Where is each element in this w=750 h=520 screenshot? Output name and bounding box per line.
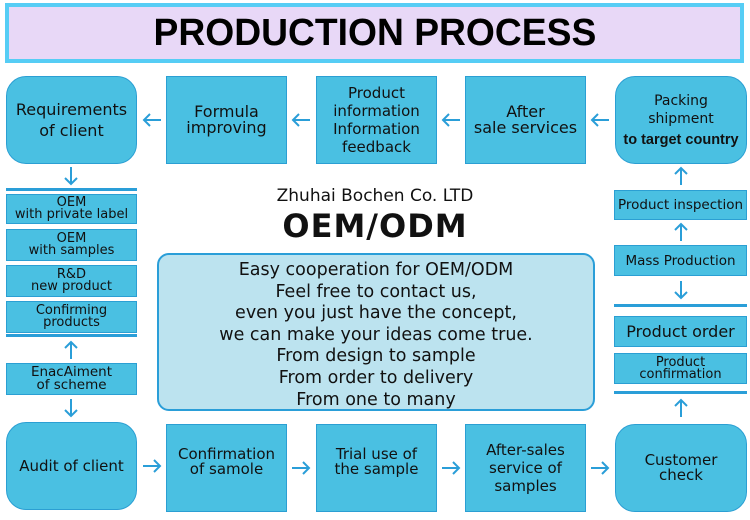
step-label: Customer check	[644, 451, 718, 484]
divider-line	[6, 188, 137, 191]
info-line: Easy cooperation for OEM/ODM	[238, 260, 514, 280]
info-line: From one to many	[296, 389, 456, 410]
step-trial-use-of-sample: Trial use of the sample	[316, 424, 437, 512]
step-formula-improving: Formula improving	[166, 76, 287, 164]
option-label: R&D new product	[30, 267, 112, 294]
info-line: From order to delivery	[278, 367, 474, 388]
step-label: Requirements of client	[15, 100, 128, 140]
step-label: Product confirmation	[639, 354, 722, 382]
step-product-confirmation: Product confirmation	[614, 353, 747, 384]
arrow-up-icon	[674, 222, 688, 242]
info-line: From design to sample	[276, 346, 476, 367]
divider-line	[614, 304, 747, 307]
arrow-up-icon	[674, 166, 688, 186]
info-line: even you just have the concept,	[235, 303, 517, 324]
arrow-left-icon	[590, 113, 610, 127]
step-after-sales-service-of-samples: After-sales service of samples	[465, 424, 586, 512]
step-enactment-of-scheme: EnacAiment of scheme	[6, 363, 137, 395]
option-confirming-products: Confirming products	[6, 301, 137, 333]
step-customer-check: Customer check	[615, 424, 747, 512]
step-label: Formula improving	[186, 102, 267, 137]
info-panel: Easy cooperation for OEM/ODM Feel free t…	[157, 253, 595, 411]
step-label: Mass Production	[625, 252, 736, 269]
arrow-left-icon	[441, 113, 461, 127]
arrow-down-icon	[674, 280, 688, 300]
step-label: Confirmation of samole	[177, 445, 276, 478]
option-label: OEM with private label	[14, 195, 129, 222]
step-label: Trial use of the sample	[334, 445, 419, 478]
title-banner: PRODUCTION PROCESS	[5, 3, 744, 63]
page-title: PRODUCTION PROCESS	[153, 11, 596, 54]
step-requirements-of-client: Requirements of client	[6, 76, 137, 164]
arrow-up-icon	[674, 398, 688, 418]
option-label: OEM with samples	[28, 231, 115, 258]
info-line: we can make your ideas come true.	[219, 324, 533, 345]
step-label: After sale services	[473, 102, 578, 137]
step-label: Product information Information feedback	[333, 84, 420, 156]
step-product-inspection: Product inspection	[614, 190, 747, 220]
headline-oem-odm: OEM/ODM	[282, 207, 468, 245]
step-label: EnacAiment of scheme	[30, 364, 113, 393]
info-line: Feel free to contact us,	[275, 281, 477, 302]
step-product-information-feedback: Product information Information feedback	[316, 76, 437, 164]
step-mass-production: Mass Production	[614, 245, 747, 276]
step-label: Product inspection	[617, 197, 744, 213]
arrow-left-icon	[142, 113, 162, 127]
divider-line	[614, 391, 747, 394]
arrow-right-icon	[590, 461, 610, 475]
step-label: After-sales service of samples	[486, 441, 565, 495]
option-label: Confirming products	[35, 303, 108, 330]
arrow-right-icon	[291, 461, 311, 475]
arrow-down-icon	[64, 398, 78, 418]
step-audit-of-client: Audit of client	[6, 422, 137, 510]
option-oem-with-samples: OEM with samples	[6, 229, 137, 261]
step-product-order: Product order	[614, 316, 747, 347]
step-label: Packing shipment	[648, 93, 714, 127]
step-after-sale-services: After sale services	[465, 76, 586, 164]
step-label: Product order	[626, 321, 735, 341]
arrow-down-icon	[64, 166, 78, 186]
step-label-emphasis: to target country	[623, 132, 739, 148]
arrow-up-icon	[64, 340, 78, 360]
divider-line	[6, 334, 137, 337]
step-packing-shipment: Packing shipment to target country	[615, 76, 747, 164]
arrow-left-icon	[291, 113, 311, 127]
arrow-right-icon	[441, 461, 461, 475]
arrow-right-icon	[142, 459, 162, 473]
option-oem-private-label: OEM with private label	[6, 194, 137, 224]
company-name: Zhuhai Bochen Co. LTD	[276, 186, 474, 206]
step-label: Audit of client	[19, 457, 124, 475]
option-rnd-new-product: R&D new product	[6, 265, 137, 297]
step-confirmation-of-sample: Confirmation of samole	[166, 424, 287, 512]
